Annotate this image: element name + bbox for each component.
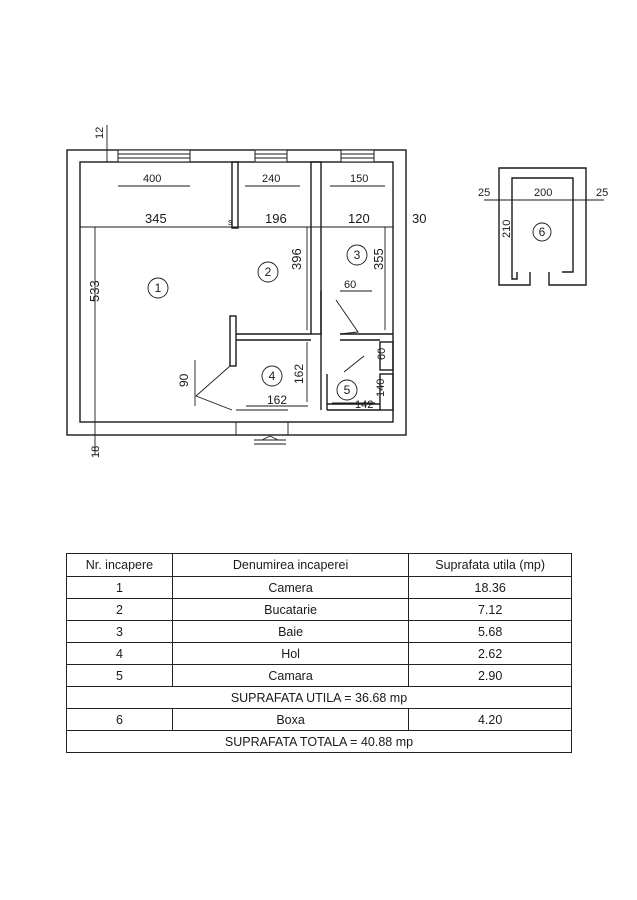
window-room-1 — [117, 149, 191, 163]
grand-total: SUPRAFATA TOTALA = 40.88 mp — [66, 730, 572, 753]
room-marker-5: 5 — [336, 379, 358, 401]
cell-name: Hol — [171, 642, 410, 665]
dim-window-3: 150 — [350, 173, 368, 185]
dim-533: 533 — [87, 280, 102, 302]
cell-area: 7.12 — [408, 598, 572, 621]
floor-plan: 12 400 240 150 345 196 s 120 30 533 396 … — [66, 125, 608, 458]
table-row: 6 Boxa 4.20 — [66, 708, 572, 731]
dimension-lines — [80, 125, 393, 455]
header-room-name: Denumirea incaperei — [171, 553, 410, 577]
dim-60-horizontal: 60 — [344, 279, 356, 291]
cell-number: 1 — [66, 576, 173, 599]
cell-number: 3 — [66, 620, 173, 643]
svg-text:5: 5 — [344, 383, 351, 397]
dim-window-1: 400 — [143, 173, 161, 185]
dim-window-2: 240 — [262, 173, 280, 185]
dim-storage-210: 210 — [501, 220, 513, 238]
cell-name: Bucatarie — [171, 598, 410, 621]
cell-number: 5 — [66, 664, 173, 687]
dim-60-vertical: 60 — [376, 348, 388, 360]
room-marker-2: 2 — [257, 261, 279, 283]
window-room-3 — [340, 149, 375, 163]
cell-area: 4.20 — [408, 708, 572, 731]
dim-142: 142 — [355, 399, 373, 411]
svg-text:3: 3 — [354, 248, 361, 262]
table-row: 1 Camera 18.36 — [66, 576, 572, 599]
dim-storage-25-left: 25 — [478, 187, 490, 199]
cell-area: 5.68 — [408, 620, 572, 643]
table-row: 2 Bucatarie 7.12 — [66, 598, 572, 621]
cell-name: Camara — [171, 664, 410, 687]
table-row: 4 Hol 2.62 — [66, 642, 572, 665]
dim-30: 30 — [412, 211, 426, 226]
cell-name: Baie — [171, 620, 410, 643]
dim-355: 355 — [371, 248, 386, 270]
dim-140: 140 — [375, 379, 387, 397]
dim-162-vertical: 162 — [292, 364, 306, 384]
room-marker-3: 3 — [346, 244, 368, 266]
dim-196: 196 — [265, 211, 287, 226]
table-header-row: Nr. incapere Denumirea incaperei Suprafa… — [66, 553, 572, 577]
dim-storage-200: 200 — [534, 187, 552, 199]
dim-storage-25-right: 25 — [596, 187, 608, 199]
svg-text:4: 4 — [269, 369, 276, 383]
cell-number: 2 — [66, 598, 173, 621]
dim-345: 345 — [145, 211, 167, 226]
svg-text:1: 1 — [155, 281, 162, 295]
svg-text:2: 2 — [265, 265, 272, 279]
storage-plan — [484, 167, 604, 286]
dim-wall-bottom: 18 — [90, 446, 102, 458]
cell-area: 2.90 — [408, 664, 572, 687]
outer-walls — [66, 149, 407, 436]
entrance-steps — [235, 422, 289, 445]
useful-area-total-row: SUPRAFATA UTILA = 36.68 mp — [66, 686, 572, 709]
dim-162-horizontal: 162 — [267, 393, 287, 407]
room-schedule-table: Nr. incapere Denumirea incaperei Suprafa… — [66, 553, 572, 753]
cell-name: Boxa — [171, 708, 410, 731]
room-marker-4: 4 — [261, 365, 283, 387]
cell-number: 4 — [66, 642, 173, 665]
header-room-number: Nr. incapere — [66, 553, 173, 577]
dim-s: s — [228, 217, 233, 227]
table-row: 5 Camara 2.90 — [66, 664, 572, 687]
door-swings — [195, 299, 365, 411]
useful-area-total: SUPRAFATA UTILA = 36.68 mp — [66, 686, 572, 709]
cell-area: 18.36 — [408, 576, 572, 599]
dim-396: 396 — [289, 248, 304, 270]
dim-120: 120 — [348, 211, 370, 226]
interior-walls — [229, 161, 394, 411]
cell-area: 2.62 — [408, 642, 572, 665]
header-area: Suprafata utila (mp) — [408, 553, 572, 577]
room-marker-6: 6 — [539, 225, 546, 239]
cell-name: Camera — [171, 576, 410, 599]
dim-90: 90 — [177, 373, 191, 387]
cell-number: 6 — [66, 708, 173, 731]
window-room-2 — [254, 149, 288, 163]
dim-wall-top: 12 — [94, 127, 106, 139]
table-row: 3 Baie 5.68 — [66, 620, 572, 643]
room-marker-1: 1 — [147, 277, 169, 299]
grand-total-row: SUPRAFATA TOTALA = 40.88 mp — [66, 730, 572, 753]
